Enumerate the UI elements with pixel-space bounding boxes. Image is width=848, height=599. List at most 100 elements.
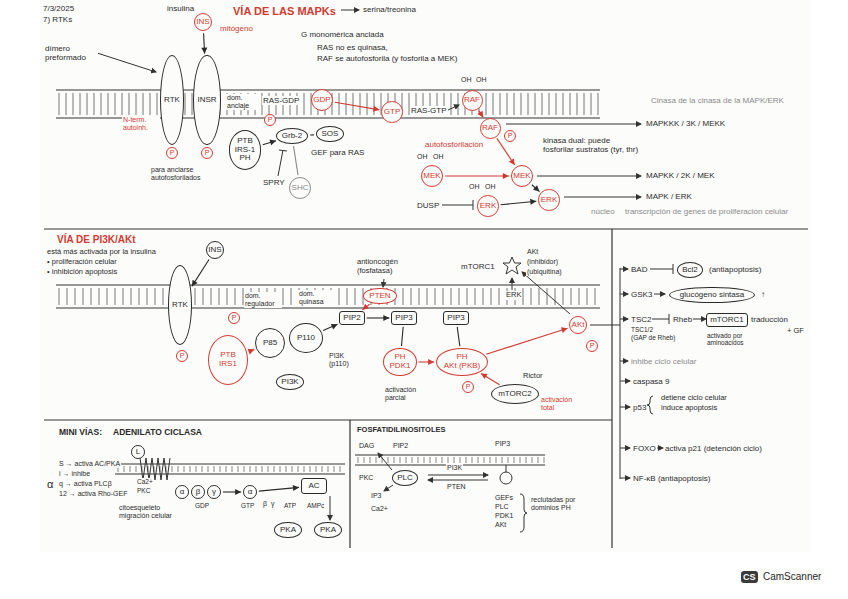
annotation: PLC bbox=[494, 503, 510, 511]
node-label: P bbox=[466, 383, 471, 391]
molecule-circle: P bbox=[176, 350, 189, 363]
arrow-head bbox=[477, 111, 483, 118]
connector-line bbox=[259, 487, 299, 491]
arrow-head bbox=[201, 47, 207, 53]
molecule-circle: P bbox=[166, 147, 179, 160]
connector-line bbox=[310, 134, 314, 135]
annotation: OH bbox=[475, 76, 488, 84]
annotation: dom. quinasa bbox=[298, 290, 336, 306]
connector bbox=[192, 259, 209, 286]
arrow-head bbox=[373, 106, 379, 112]
watermark-logo: CS bbox=[741, 571, 758, 583]
annotation: BAD bbox=[630, 265, 648, 274]
section-heading: VÍA DE PI3K/AKt bbox=[56, 234, 137, 246]
annotation: GSK3 bbox=[630, 290, 653, 299]
annotation: SPRY bbox=[262, 178, 286, 187]
annotation: PIP2 bbox=[392, 442, 409, 450]
node-label: INS bbox=[196, 18, 209, 27]
annotation: (inhibidor) bbox=[526, 258, 559, 266]
connector bbox=[419, 359, 435, 365]
molecule-oval: mTORC2 bbox=[491, 384, 539, 404]
node-label: PIP2 bbox=[343, 314, 360, 323]
molecule-circle: GTP bbox=[381, 101, 402, 122]
annotation: GDP bbox=[194, 502, 210, 509]
node-label: Bcl2 bbox=[682, 266, 698, 275]
annotation: Ca2+ bbox=[136, 478, 154, 485]
annotation: AKt bbox=[494, 521, 507, 529]
connector-line bbox=[335, 102, 379, 110]
receptor-shape: RTK bbox=[160, 55, 184, 145]
annotation: PKC bbox=[136, 487, 151, 494]
connector bbox=[201, 33, 207, 53]
annotation: IP3 bbox=[370, 492, 383, 500]
connector bbox=[497, 138, 515, 165]
molecule-oval: Bcl2 bbox=[677, 262, 704, 278]
node-label: PLC bbox=[397, 474, 413, 483]
connector-line bbox=[486, 328, 567, 354]
arrow-head bbox=[561, 327, 568, 333]
annotation: activa p21 (detención ciclo) bbox=[664, 444, 786, 453]
annotation: GTP bbox=[240, 502, 255, 509]
annotation: FOXO bbox=[632, 444, 657, 453]
connector bbox=[362, 304, 369, 310]
molecule-oval: PTBIRS-1PH bbox=[229, 130, 262, 169]
arrow-head bbox=[509, 158, 515, 165]
node-label: PTEN bbox=[369, 292, 390, 301]
annotation: DAG bbox=[358, 442, 375, 450]
annotation: PDK1 bbox=[494, 512, 514, 520]
node-label: β bbox=[196, 488, 201, 497]
annotation: (GAP de Rheb) bbox=[630, 334, 676, 341]
receptor-shape: INSR bbox=[193, 55, 220, 145]
molecule-circle: INS bbox=[194, 13, 212, 31]
annotation: mTORC1 bbox=[460, 262, 496, 271]
arrow-head bbox=[192, 280, 198, 287]
annotation: RAF se autofosforila (y fosforila a MEK) bbox=[316, 54, 459, 63]
connector-line bbox=[192, 259, 209, 286]
annotation: q → activa PLCβ bbox=[58, 480, 113, 488]
node-label: RTK bbox=[164, 96, 180, 105]
annotation: TSC2 bbox=[630, 315, 652, 324]
annotation: PKC bbox=[358, 474, 374, 482]
annotation: OH bbox=[468, 183, 481, 191]
connector-line bbox=[294, 146, 298, 175]
connector-line bbox=[497, 138, 515, 165]
node-label: AKt (PKB) bbox=[444, 362, 480, 371]
annotation: (ubiquitina) bbox=[526, 268, 563, 276]
annotation: γ bbox=[270, 500, 276, 508]
node-label: glucógeno sintasa bbox=[680, 291, 745, 300]
connector bbox=[263, 140, 276, 146]
node-label: P bbox=[268, 116, 273, 124]
molecule-circle: INS bbox=[206, 241, 224, 259]
annotation: Cinasa de la cinasa de la MAPK/ERK bbox=[650, 96, 802, 105]
node-label: AC bbox=[308, 482, 319, 491]
annotation: DUSP bbox=[416, 201, 440, 210]
node-label: PTB bbox=[220, 351, 236, 360]
annotation: ATP bbox=[283, 502, 297, 509]
molecule-oval: PHAKt (PKB) bbox=[436, 348, 488, 376]
annotation: dom. regulador bbox=[244, 292, 282, 308]
annotation: TSC1/2 bbox=[630, 326, 654, 333]
connector bbox=[259, 485, 299, 491]
annotation: RAS-GTP bbox=[410, 106, 448, 115]
node-label: PH bbox=[394, 353, 405, 362]
annotation: reclutadas por dominios PH bbox=[530, 496, 594, 512]
annotation: OH bbox=[484, 183, 497, 191]
annotation: α bbox=[46, 478, 54, 491]
connector-line bbox=[362, 304, 369, 310]
node-label: Grb-2 bbox=[282, 132, 302, 141]
molecule-circle: α bbox=[175, 485, 189, 499]
annotation: S → activa AC/PKA bbox=[58, 460, 121, 468]
node-label: mTORC2 bbox=[498, 390, 532, 399]
annotation: kinasa dual: puede fosforilar sustratos … bbox=[542, 136, 644, 154]
annotation: insulina bbox=[166, 4, 195, 13]
node-label: ERK bbox=[541, 196, 557, 205]
molecule-oval: SOS bbox=[316, 126, 344, 142]
annotation: antioncogén (fosfatasa) bbox=[356, 258, 430, 275]
annotation: G monomérica anclada bbox=[300, 30, 385, 39]
node-label: PI3K bbox=[281, 378, 298, 387]
arrow-head bbox=[503, 173, 509, 179]
node-label: PKA bbox=[280, 526, 296, 535]
node-label: IRS1 bbox=[219, 360, 237, 369]
connector bbox=[501, 199, 537, 205]
molecule-box: mTORC1 bbox=[706, 313, 748, 327]
